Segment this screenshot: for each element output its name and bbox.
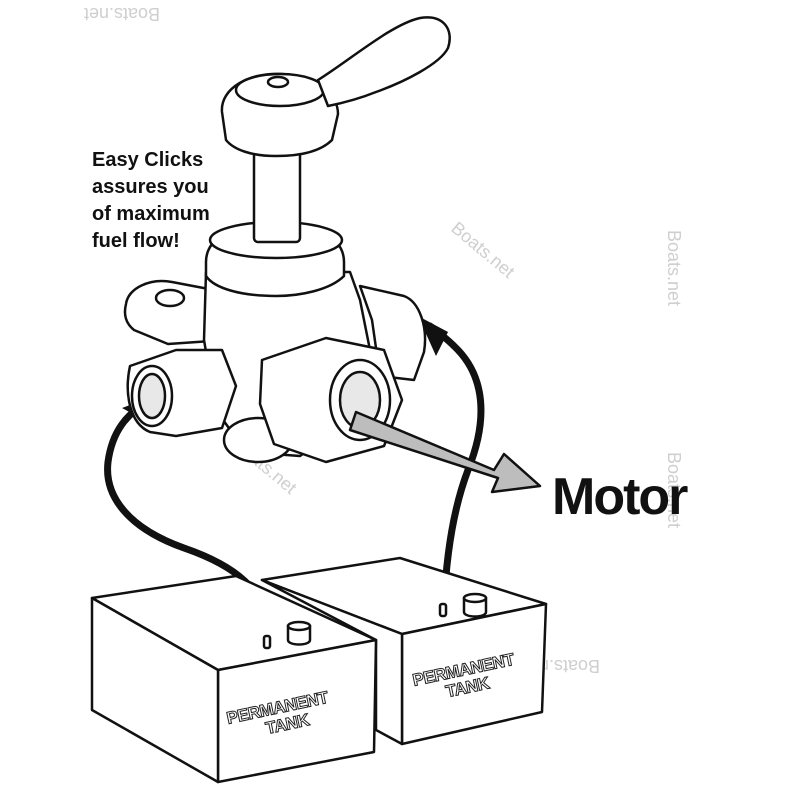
- right-arrowhead: [418, 316, 448, 356]
- right-inlet-arrow: [426, 322, 485, 610]
- tank-left-vent: [262, 634, 272, 650]
- watermark-top: Boats.net: [84, 4, 160, 24]
- handle-screw: [266, 75, 290, 89]
- callout-line-2: assures you: [92, 176, 209, 198]
- outlet-arrow: [348, 410, 542, 494]
- watermark-right: Boats.net: [664, 230, 684, 306]
- callout-text: Easy Clicks assures you of maximum fuel …: [92, 149, 210, 252]
- motor-label: Motor: [552, 468, 688, 526]
- tank-left-cap-top: [286, 620, 312, 632]
- tank-left-side: [90, 596, 220, 784]
- tank-right-cap-top: [462, 592, 488, 604]
- tank-right-vent: [438, 602, 448, 618]
- tank-left: [90, 574, 378, 784]
- mounting-hole: [154, 288, 186, 308]
- valve-stem: [252, 148, 302, 244]
- left-inlet-thread: [137, 372, 167, 420]
- callout-line-4: fuel flow!: [92, 230, 180, 252]
- back-port: [358, 284, 427, 382]
- valve: [123, 16, 451, 464]
- tank-right: [260, 556, 548, 746]
- watermark-mid-right: Boats.net: [664, 452, 684, 528]
- watermark-center: Boats.net: [447, 218, 518, 282]
- handle-lever: [316, 16, 451, 108]
- callout-line-1: Easy Clicks: [92, 149, 203, 171]
- callout-line-3: of maximum: [92, 203, 210, 225]
